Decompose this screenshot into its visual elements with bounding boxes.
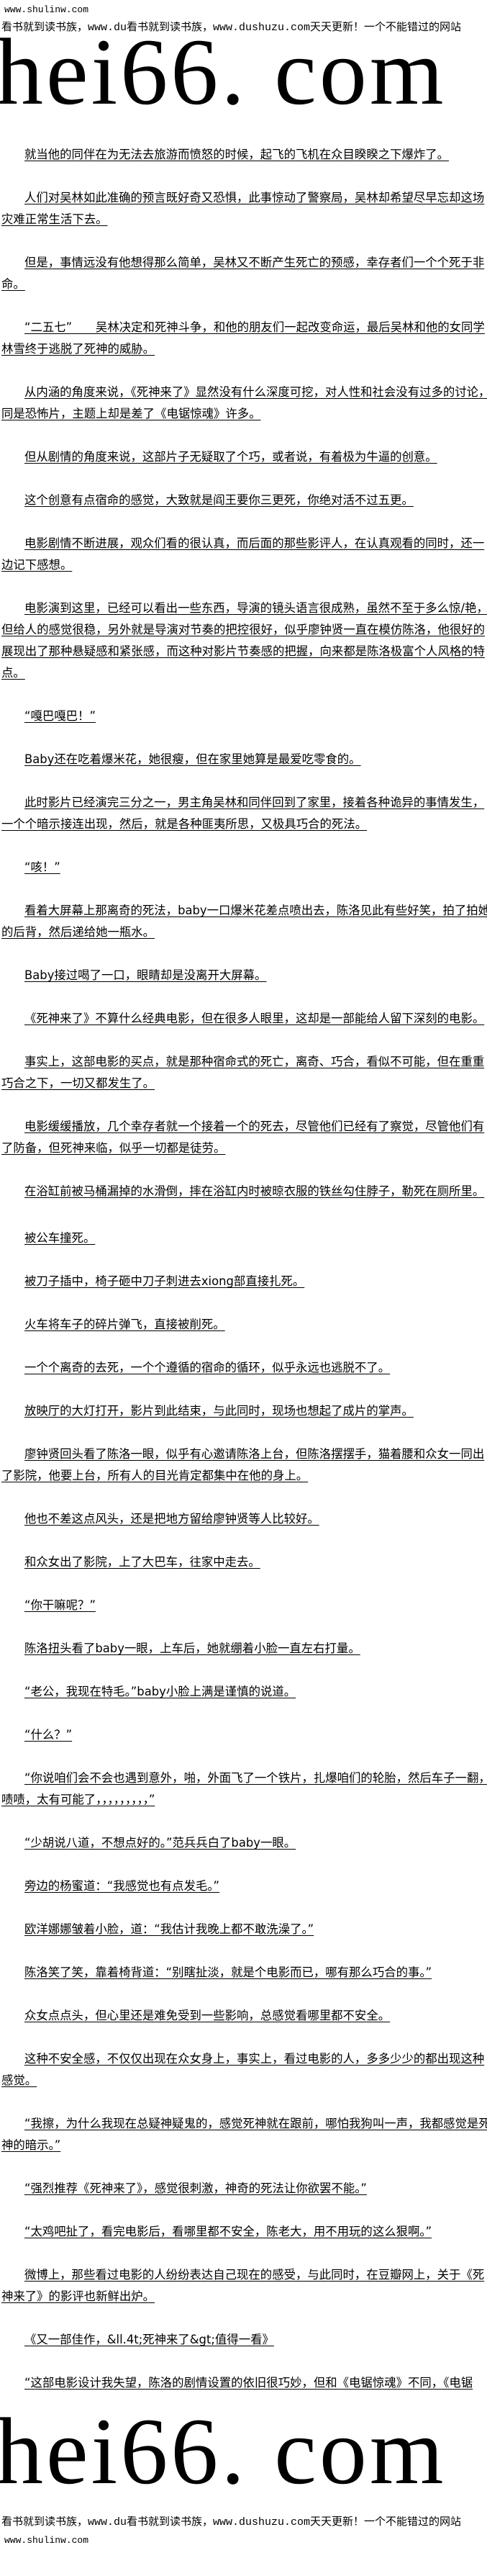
paragraph: “二五七” 吴林决定和死神斗争，和他的朋友们一起改变命运，最后吴林和他的女同学林… xyxy=(1,320,485,356)
paragraph: 被公车撞死。 xyxy=(24,1231,96,1245)
page-footer: hei66. com 看书就到读书族，www.du看书就到读书族，www.dus… xyxy=(0,2415,487,2552)
paragraph: 电影剧情不断进展，观众们看的很认真，而后面的那些影评人，在认真观看的同时，还一边… xyxy=(1,536,485,572)
paragraph: 旁边的杨蜜道：“我感觉也有点发毛。” xyxy=(24,1879,220,1893)
paragraph: 《死神来了》不算什么经典电影，但在很多人眼里，这却是一部能给人留下深刻的电影。 xyxy=(24,1012,485,1025)
paragraph: 他也不差这点风头，还是把地方留给廖钟贤等人比较好。 xyxy=(24,1512,319,1526)
paragraph: Baby还在吃着爆米花，她很瘦，但在家里她算是最爱吃零食的。 xyxy=(24,752,361,766)
watermark-logo-text: hei66. com xyxy=(0,2415,447,2495)
paragraph: 在浴缸前被马桶漏掉的水滑倒，摔在浴缸内时被晾衣服的铁丝勾住脖子，勒死在厕所里。 xyxy=(24,1184,485,1198)
paragraph: 电影缓缓播放，几个幸存者就一个接着一个的死去，尽管他们已经有了察觉，尽管他们有了… xyxy=(1,1120,485,1155)
watermark-logo-top: hei66. com xyxy=(0,36,487,115)
paragraph: 廖钟贤回头看了陈洛一眼，似乎有心邀请陈洛上台，但陈洛摆摆手，猫着腰和众女一同出了… xyxy=(1,1447,485,1482)
paragraph: “你说咱们会不会也遇到意外，啪，外面飞了一个铁片，扎爆咱们的轮胎，然后车子一翻，… xyxy=(1,1771,487,1806)
paragraph: 放映厅的大灯打开，影片到此结束，与此同时，现场也想起了成片的掌声。 xyxy=(24,1404,414,1418)
paragraph: “强烈推荐《死神来了》，感觉很刺激，神奇的死法让你欲罢不能。” xyxy=(24,2181,367,2195)
paragraph: 这个创意有点宿命的感觉，大致就是阎王要你三更死，你绝对活不过五更。 xyxy=(24,493,414,507)
watermark-logo-text: hei66. com xyxy=(0,36,447,115)
promo-banner-header[interactable]: 看书就到读书族，www.du看书就到读书族，www.dushuzu.com天天更… xyxy=(1,22,462,34)
paragraph: Baby接过喝了一口，眼睛却是没离开大屏幕。 xyxy=(24,968,267,982)
paragraph: 此时影片已经演完三分之一，男主角吴林和同伴回到了家里，接着各种诡异的事情发生，一… xyxy=(1,796,485,831)
paragraph: 一个个离奇的去死，一个个遵循的宿命的循环，似乎永远也逃脱不了。 xyxy=(24,1361,391,1374)
paragraph: 被刀子插中，椅子砸中刀子刺进去xiong部直接扎死。 xyxy=(24,1274,305,1288)
paragraph: 人们对吴林如此准确的预言既好奇又恐惧，此事惊动了警察局，吴林却希望尽早忘却这场灾… xyxy=(1,191,485,226)
paragraph: “咳！” xyxy=(24,860,60,874)
chapter-content: 就当他的同伴在为无法去旅游而愤怒的时候，起飞的飞机在众目睽睽之下爆炸了。人们对吴… xyxy=(1,144,487,2394)
watermark-logo-bottom: hei66. com xyxy=(0,2415,487,2495)
paragraph: “什么？” xyxy=(24,1728,73,1742)
paragraph: 但是，事情远没有他想得那么简单，吴林又不断产生死亡的预感，幸存者们一个个死于非命… xyxy=(1,256,485,291)
paragraph: “少胡说八道，不想点好的。”范兵兵白了baby一眼。 xyxy=(24,1836,296,1850)
paragraph: 微博上，那些看过电影的人纷纷表达自己现在的感受，与此同时，在豆瓣网上，关于《死神… xyxy=(1,2268,485,2303)
paragraph: 事实上，这部电影的买点，就是那种宿命式的死亡，离奇、巧合，看似不可能，但在重重巧… xyxy=(1,1055,485,1090)
paragraph: “我擦，为什么我现在总疑神疑鬼的，感觉死神就在跟前，哪怕我狗叫一声，我都感觉是死… xyxy=(1,2117,487,2152)
paragraph: “你干嘛呢？” xyxy=(24,1598,96,1612)
paragraph: “嘎巴嘎巴！” xyxy=(24,709,96,723)
site-url-header[interactable]: www.shulinw.com xyxy=(4,4,89,15)
paragraph: 电影演到这里，已经可以看出一些东西，导演的镜头语言很成熟，虽然不至于多么惊/艳，… xyxy=(1,601,487,680)
site-url-footer[interactable]: www.shulinw.com xyxy=(4,2535,89,2546)
paragraph: 这种不安全感，不仅仅出现在众女身上，事实上，看过电影的人，多多少少的都出现这种感… xyxy=(1,2052,485,2087)
paragraph: 和众女出了影院，上了大巴车，往家中走去。 xyxy=(24,1555,260,1569)
page-header: www.shulinw.com 看书就到读书族，www.du看书就到读书族，ww… xyxy=(0,0,487,115)
paragraph: 《又一部佳作，&ll.4t;死神来了&gt;值得一看》 xyxy=(24,2333,274,2346)
paragraph: 就当他的同伴在为无法去旅游而愤怒的时候，起飞的飞机在众目睽睽之下爆炸了。 xyxy=(24,148,450,161)
paragraph: 从内涵的角度来说，《死神来了》显然没有什么深度可挖，对人性和社会没有过多的讨论，… xyxy=(1,385,487,420)
paragraph: 看着大屏幕上那离奇的死法，baby一口爆米花差点喷出去，陈洛见此有些好笑，拍了拍… xyxy=(1,904,487,939)
paragraph: 火车将车子的碎片弹飞，直接被削死。 xyxy=(24,1318,225,1331)
promo-banner-footer[interactable]: 看书就到读书族，www.du看书就到读书族，www.dushuzu.com天天更… xyxy=(1,2516,462,2528)
paragraph: 陈洛扭头看了baby一眼，上车后，她就绷着小脸一直左右打量。 xyxy=(24,1641,360,1655)
paragraph: “这部电影设计我失望，陈洛的剧情设置的依旧很巧妙，但和《电锯惊魂》不同，《电锯 xyxy=(24,2376,473,2390)
paragraph: 陈洛笑了笑，靠着椅背道：“别瞎扯淡，就是个电影而已，哪有那么巧合的事。” xyxy=(24,1965,432,1979)
paragraph: 但从剧情的角度来说，这部片子无疑取了个巧，或者说，有着极为牛逼的创意。 xyxy=(24,450,437,464)
paragraph: “老公，我现在特毛。”baby小脸上满是谨慎的说道。 xyxy=(24,1685,296,1698)
paragraph: “太鸡吧扯了，看完电影后，看哪里都不安全，陈老大，用不用玩的这么狠啊。” xyxy=(24,2225,432,2238)
paragraph: 欧洋娜娜皱着小脸，道：“我估计我晚上都不敢洗澡了。” xyxy=(24,1922,314,1936)
paragraph: 众女点点头，但心里还是难免受到一些影响，总感觉看哪里都不安全。 xyxy=(24,2009,391,2022)
